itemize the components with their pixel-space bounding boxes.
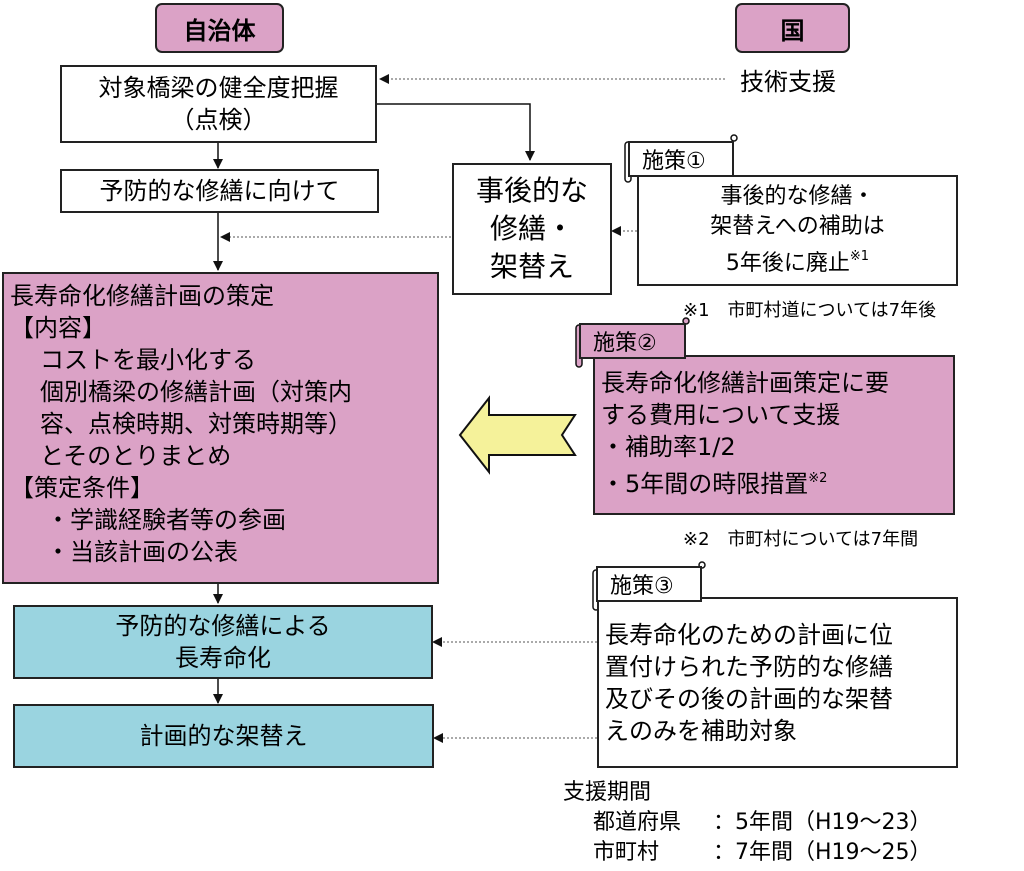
- measure1-line: 5年後に廃止: [725, 251, 850, 276]
- support-period-who: 都道府県: [593, 810, 682, 835]
- support-period: 支援期間 都道府県 ：5年間（H19～23） 市町村 ：7年間（H19～25）: [563, 778, 932, 868]
- inspection-box: 対象橋梁の健全度把握 （点検）: [60, 65, 377, 143]
- planned-replacement-box: 計画的な架替え: [13, 704, 434, 768]
- measure3-tag: 施策③: [596, 566, 702, 602]
- plan-content-heading: 【内容】: [10, 314, 106, 342]
- measure3-line: 置付けられた予防的な修繕: [605, 653, 893, 681]
- plan-conditions-heading: 【策定条件】: [10, 474, 154, 502]
- toward-preventive-text: 予防的な修繕に向けて: [99, 177, 340, 205]
- reactive-line-1: 事後的な: [475, 174, 588, 207]
- measure1-footnote: ※1 市町村道については7年後: [683, 300, 937, 321]
- measure2-box: 長寿命化修繕計画策定に要 する費用について支援 ・補助率1/2 ・5年間の時限措…: [593, 355, 955, 515]
- support-period-who: 市町村: [593, 840, 660, 865]
- measure3-box: 長寿命化のための計画に位 置付けられた予防的な修繕 及びその後の計画的な架替 え…: [597, 597, 958, 768]
- support-period-value: ：5年間（H19～23）: [713, 810, 932, 835]
- preventive-life-box: 予防的な修繕による 長寿命化: [13, 605, 433, 679]
- plan-content-line: 容、点検時期、対策時期等）: [40, 410, 352, 438]
- reactive-line-3: 架替え: [489, 250, 574, 283]
- plan-condition-line: ・学識経験者等の参画: [46, 506, 286, 534]
- measure3-line: 及びその後の計画的な架替: [605, 685, 893, 713]
- toward-preventive-box: 予防的な修繕に向けて: [60, 169, 379, 213]
- preventive-life-line-2: 長寿命化: [175, 644, 271, 672]
- measure1-line: 事後的な修繕・: [720, 184, 875, 209]
- measure2-line: 長寿命化修繕計画策定に要: [601, 369, 889, 397]
- plan-content-line: 個別橋梁の修繕計画（対策内: [40, 378, 352, 406]
- plan-condition-line: ・当該計画の公表: [46, 538, 238, 566]
- measure1-tag: 施策①: [628, 141, 734, 177]
- support-period-title: 支援期間: [563, 780, 652, 805]
- measure2-note-mark: ※2: [808, 471, 828, 486]
- plan-title: 長寿命化修繕計画の策定: [10, 282, 274, 310]
- support-period-value: ：7年間（H19～25）: [713, 840, 932, 865]
- reactive-repair-box: 事後的な 修繕・ 架替え: [452, 163, 612, 295]
- inspection-line-2: （点検）: [170, 106, 267, 134]
- yellow-left-arrow: [458, 395, 577, 475]
- measure2-line: ・補助率1/2: [601, 433, 736, 461]
- reactive-line-2: 修繕・: [489, 212, 574, 245]
- measure2-line: する費用について支援: [601, 401, 841, 429]
- measure3-line: 長寿命化のための計画に位: [605, 621, 893, 649]
- arrow-inspection-to-reactive: [377, 103, 535, 161]
- header-national: 国: [735, 3, 850, 53]
- measure3-line: えのみを補助対象: [605, 717, 797, 745]
- measure2-tag: 施策②: [579, 323, 686, 359]
- plan-box: 長寿命化修繕計画の策定 【内容】 コストを最小化する 個別橋梁の修繕計画（対策内…: [2, 272, 439, 584]
- measure2-line: ・5年間の時限措置: [601, 470, 809, 498]
- inspection-line-1: 対象橋梁の健全度把握: [98, 74, 339, 102]
- measure1-line: 架替えへの補助は: [710, 214, 885, 239]
- planned-replacement-text: 計画的な架替え: [139, 722, 308, 750]
- plan-content-line: とそのとりまとめ: [40, 442, 232, 470]
- measure2-footnote: ※2 市町村については7年間: [683, 529, 919, 550]
- preventive-life-line-1: 予防的な修繕による: [115, 612, 331, 640]
- plan-content-line: コストを最小化する: [40, 346, 256, 374]
- measure1-note-mark: ※1: [849, 249, 870, 264]
- technical-support-label: 技術支援: [740, 68, 836, 96]
- measure1-box: 事後的な修繕・ 架替えへの補助は 5年後に廃止※1: [637, 175, 958, 286]
- header-local-gov: 自治体: [155, 3, 284, 53]
